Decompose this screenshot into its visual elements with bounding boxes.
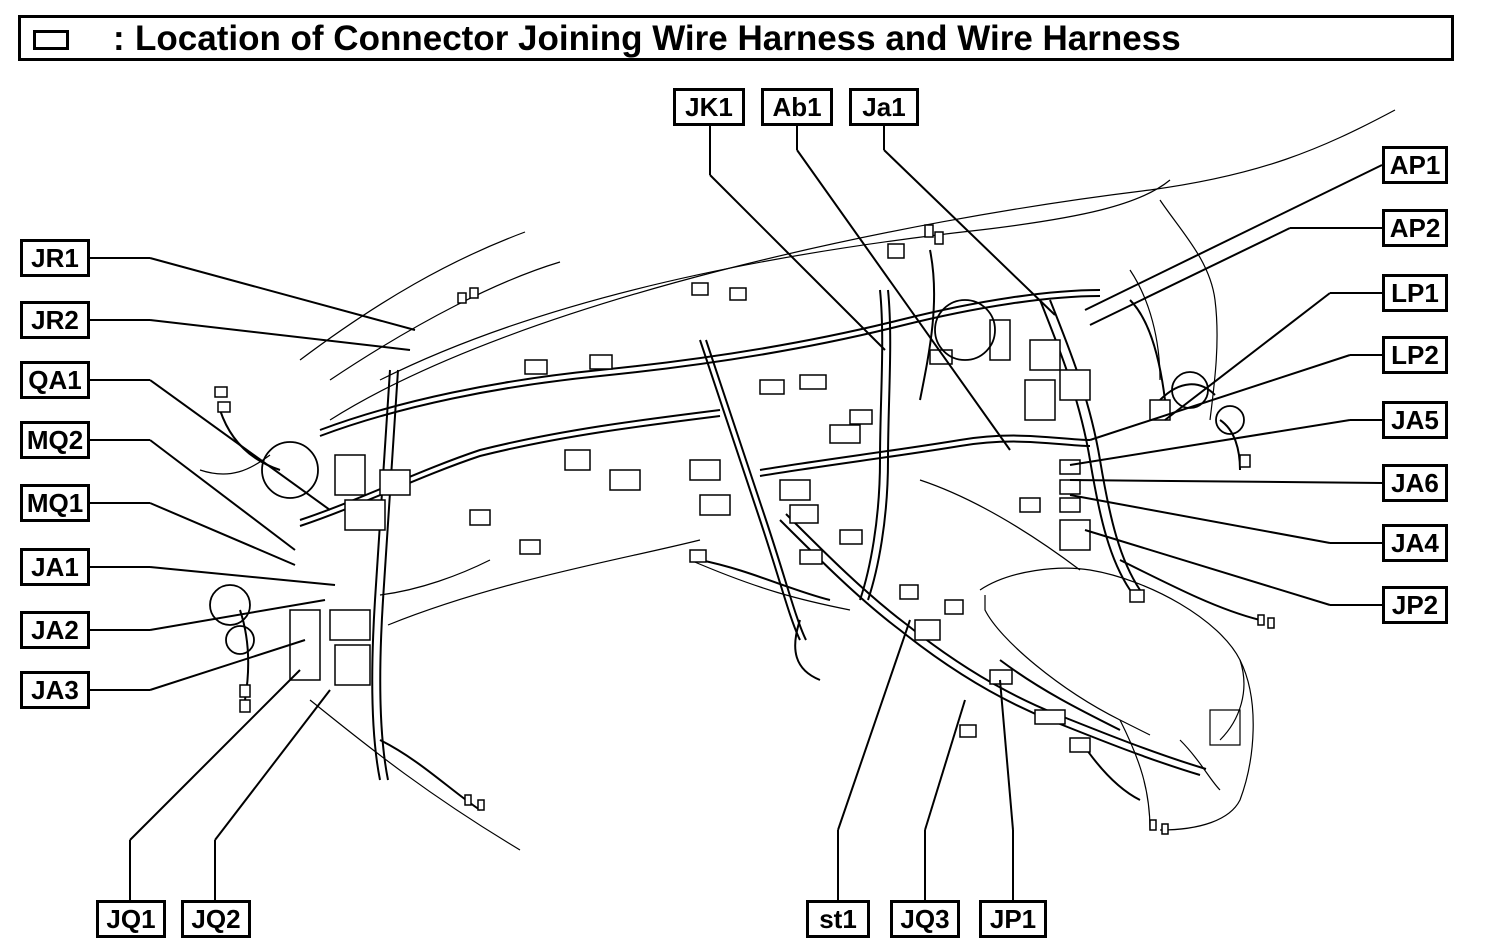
label-ja2: JA2 xyxy=(20,611,90,649)
label-jq3: JQ3 xyxy=(890,900,960,938)
title-bar: : Location of Connector Joining Wire Har… xyxy=(18,15,1454,61)
label-ja1-top: Ja1 xyxy=(849,88,919,126)
label-jp1: JP1 xyxy=(979,900,1047,938)
label-qa1: QA1 xyxy=(20,361,90,399)
label-ap1: AP1 xyxy=(1382,146,1448,184)
page-title: Location of Connector Joining Wire Harne… xyxy=(135,19,1181,58)
label-mq2: MQ2 xyxy=(20,421,90,459)
label-jp2: JP2 xyxy=(1382,586,1448,624)
label-lp1: LP1 xyxy=(1382,274,1448,312)
label-lp2: LP2 xyxy=(1382,336,1448,374)
label-ja1: JA1 xyxy=(20,548,90,586)
label-jk1: JK1 xyxy=(673,88,745,126)
vehicle-body-outline xyxy=(199,109,1396,851)
label-jq1: JQ1 xyxy=(96,900,166,938)
label-st1: st1 xyxy=(806,900,870,938)
label-ap2: AP2 xyxy=(1382,209,1448,247)
label-jr1: JR1 xyxy=(20,239,90,277)
title-colon: : xyxy=(113,19,125,58)
label-ja5: JA5 xyxy=(1382,401,1448,439)
leader-lines xyxy=(90,125,1383,900)
label-jq2: JQ2 xyxy=(181,900,251,938)
label-ja3: JA3 xyxy=(20,671,90,709)
label-ja4: JA4 xyxy=(1382,524,1448,562)
connector-clusters xyxy=(214,224,1275,835)
label-jr2: JR2 xyxy=(20,301,90,339)
label-mq1: MQ1 xyxy=(20,484,90,522)
box-legend-icon xyxy=(33,30,69,50)
label-ja6: JA6 xyxy=(1382,464,1448,502)
round-parts xyxy=(209,299,1245,655)
label-ab1: Ab1 xyxy=(761,88,833,126)
